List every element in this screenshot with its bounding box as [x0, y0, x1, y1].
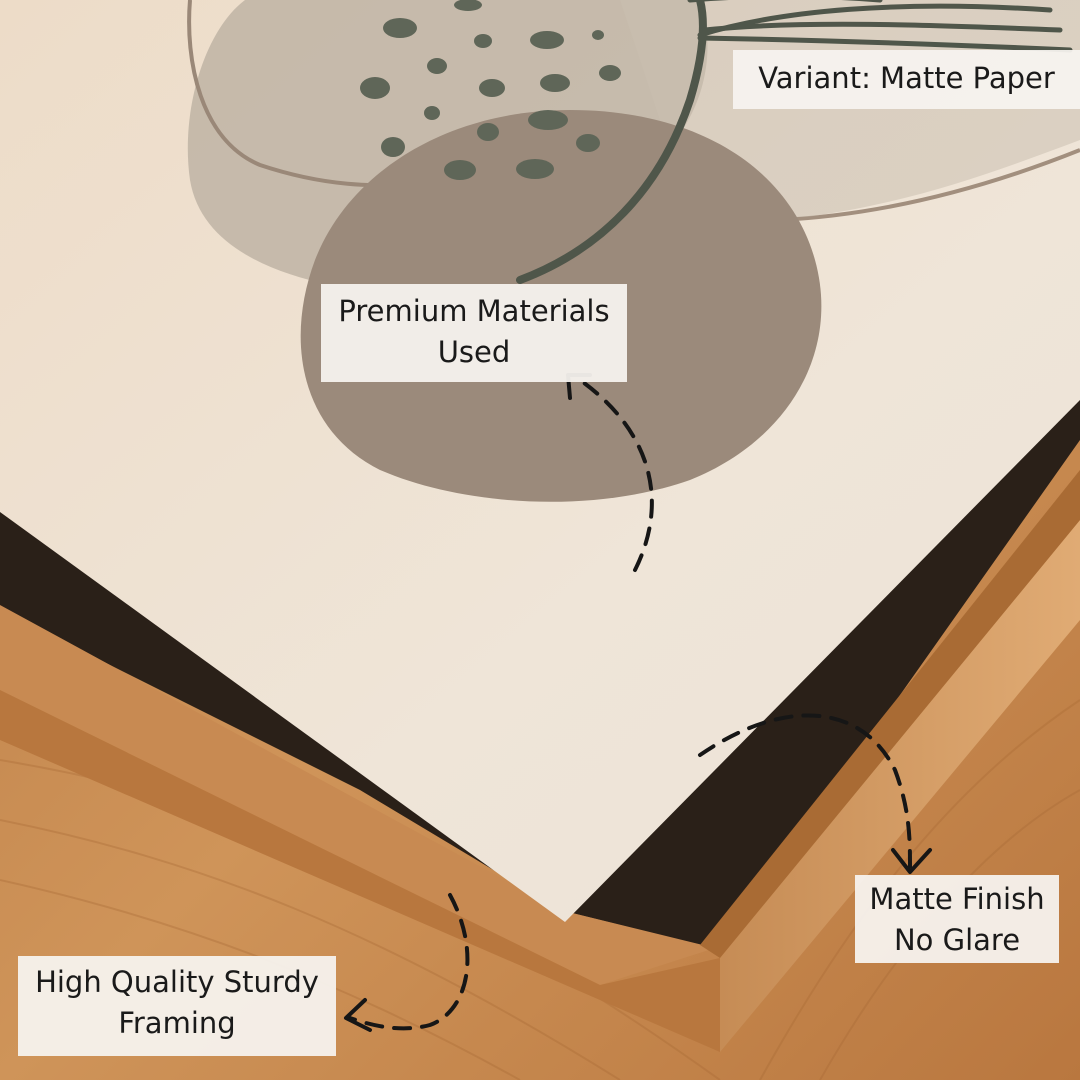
matte-finish-label: Matte Finish No Glare [855, 875, 1059, 963]
frame-left-side [0, 605, 715, 985]
arrow-framing [344, 893, 470, 1032]
sturdy-framing-label: High Quality Sturdy Framing [18, 956, 336, 1056]
variant-label: Variant: Matte Paper [733, 50, 1080, 109]
arrow-matte [698, 713, 932, 874]
premium-line-1: Premium Materials [338, 294, 610, 328]
framing-line-1: High Quality Sturdy [35, 965, 319, 999]
frame-right-side [720, 520, 1080, 1052]
framing-line-2: Framing [118, 1006, 236, 1040]
variant-text: Variant: Matte Paper [758, 61, 1055, 95]
premium-materials-label: Premium Materials Used [321, 284, 627, 382]
matte-line-1: Matte Finish [869, 882, 1045, 916]
frame-right-inner [700, 470, 1080, 958]
premium-line-2: Used [437, 335, 511, 369]
leaf-veins [687, 0, 1073, 53]
outline-curve-right [779, 148, 1080, 222]
speckle-dots [360, 0, 621, 180]
matte-line-2: No Glare [893, 923, 1021, 957]
frame-top-edge [0, 690, 720, 1052]
